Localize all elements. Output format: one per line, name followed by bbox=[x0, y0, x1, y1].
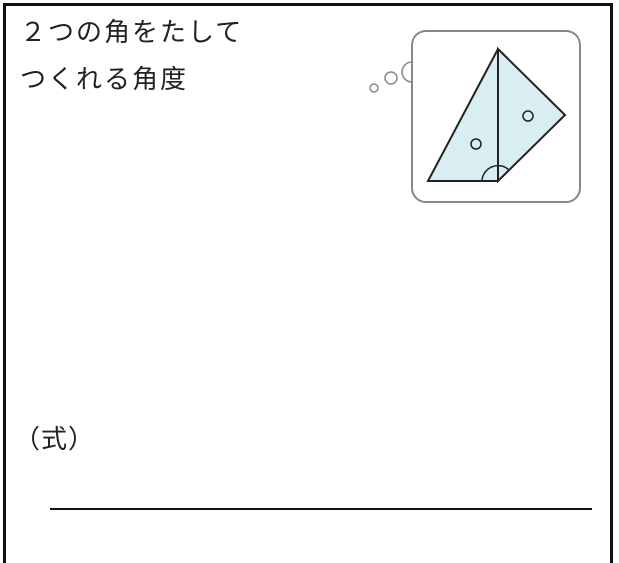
thought-bubble-triangle-icon bbox=[369, 30, 581, 203]
worksheet-frame bbox=[3, 3, 613, 563]
title-line-1: ２つの角をたして bbox=[20, 18, 244, 48]
angle-mark-circle-right bbox=[522, 110, 534, 122]
angle-arc bbox=[481, 164, 510, 182]
title-line-2: つくれる角度 bbox=[20, 65, 189, 95]
triangle-right bbox=[497, 46, 567, 184]
bubble-small-circle bbox=[369, 83, 379, 93]
bubble-medium-circle bbox=[384, 71, 398, 85]
formula-label: （式） bbox=[14, 425, 96, 455]
angle-mark-circle-left bbox=[470, 138, 482, 150]
thought-bubble-illustration bbox=[360, 25, 590, 210]
answer-line bbox=[50, 508, 592, 510]
